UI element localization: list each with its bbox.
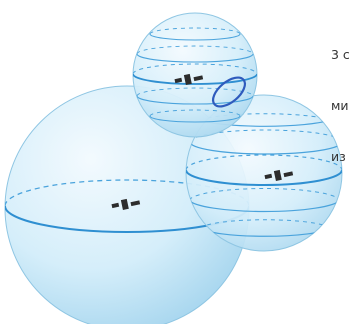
intersection-ring-icon [211,76,247,108]
caption-text: 3 с ми из [331,12,363,182]
latitude-line [189,141,342,155]
satellite-icon [111,198,141,210]
satellite-icon [174,73,204,85]
latitude-line [136,45,254,55]
caption-line: 3 с [331,47,350,62]
sphere-top-body [132,12,258,138]
latitude-line [136,53,254,63]
sphere-top [132,12,258,138]
latitude-line [136,95,254,105]
sphere-right-equator-front [186,169,342,186]
latitude-line [188,199,341,213]
sphere-top-equator-front [133,73,257,85]
sphere-right [185,94,343,252]
latitude-line [149,33,241,41]
caption-line: ми [331,98,349,113]
latitude-line [136,87,254,97]
latitude-line [188,188,341,201]
latitude-line [149,115,241,123]
latitude-line [199,113,331,121]
caption-line: из [331,149,346,164]
sphere-right-body [185,94,343,252]
latitude-line [199,219,331,229]
sphere-top-equator-back [133,63,257,75]
sphere-right-equator-back [186,154,342,171]
satellite-icon [264,169,294,181]
